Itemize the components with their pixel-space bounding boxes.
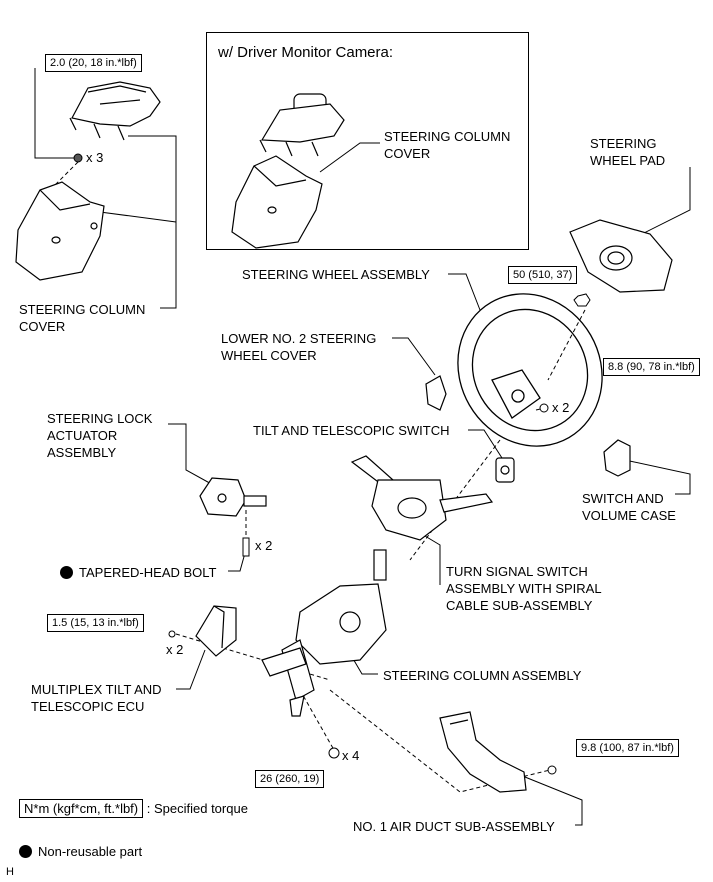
label-steering-lock-line2: ACTUATOR: [47, 428, 118, 443]
label-column-cover-line1: STEERING COLUMN: [19, 302, 146, 317]
legend-torque: N*m (kgf*cm, ft.*lbf) : Specified torque: [19, 799, 248, 818]
label-tapered-bolt: TAPERED-HEAD BOLT: [60, 564, 216, 581]
multiplex-ecu: [195, 605, 237, 657]
leader-wheel-pad: [629, 167, 691, 241]
torque-wheel-nut: 50 (510, 37): [508, 266, 578, 284]
label-turn-signal-line2: ASSEMBLY WITH SPIRAL: [446, 581, 602, 596]
label-wheel-pad-line1: STEERING: [590, 136, 657, 151]
leader-column-assembly: [351, 656, 378, 675]
torque-cover-screw: 2.0 (20, 18 in.*lbf): [45, 54, 142, 72]
label-turn-signal-line3: CABLE SUB-ASSEMBLY: [446, 598, 593, 613]
torque-air-duct-bolt: 9.8 (100, 87 in.*lbf): [576, 739, 679, 757]
label-steering-lock-line1: STEERING LOCK: [47, 411, 153, 426]
leader-cover-upper: [128, 135, 177, 309]
label-switch-volume-line1: SWITCH AND: [582, 491, 664, 506]
qty-column-nut: x 4: [342, 748, 360, 763]
label-wheel-pad-line2: WHEEL PAD: [590, 153, 666, 168]
label-steering-lock-line3: ASSEMBLY: [47, 445, 117, 460]
leader-tapered-bolt: [228, 552, 246, 572]
inset-lower-cover: [231, 155, 323, 249]
label-lower-no2-line2: WHEEL COVER: [221, 348, 317, 363]
inset-title: w/ Driver Monitor Camera:: [218, 44, 394, 61]
steering-lock-actuator: [199, 477, 267, 517]
leader-ecu: [176, 649, 206, 690]
label-ecu-line1: MULTIPLEX TILT AND: [31, 682, 162, 697]
label-column-cover-line2: COVER: [19, 319, 66, 334]
legend-torque-text: : Specified torque: [146, 801, 248, 816]
torque-ecu-bolt: 1.5 (15, 13 in.*lbf): [47, 614, 144, 632]
leader-air-duct: [519, 774, 583, 826]
legend-torque-unit: N*m (kgf*cm, ft.*lbf): [19, 799, 144, 818]
label-inset-cover-line2: COVER: [384, 146, 431, 161]
qty-wheel-pad-screw: x 2: [552, 400, 570, 415]
no1-air-duct: [439, 711, 527, 793]
cover-screw: [73, 153, 83, 163]
qty-cover-screw: x 3: [86, 150, 104, 165]
steering-column-assembly: [261, 549, 387, 717]
qty-tapered-bolt: x 2: [255, 538, 273, 553]
leader-cover-lower: [99, 211, 177, 223]
non-reusable-dot-icon: [60, 566, 73, 579]
steering-wheel-assembly: [457, 293, 603, 447]
leader-switch-volume: [624, 459, 691, 495]
label-column-assembly: STEERING COLUMN ASSEMBLY: [383, 668, 582, 683]
label-tilt-switch: TILT AND TELESCOPIC SWITCH: [253, 423, 450, 438]
tapered-head-bolt: [242, 537, 250, 557]
legend-non-reusable: Non-reusable part: [19, 843, 142, 860]
wheel-pad-screw: [539, 403, 549, 413]
lower-no2-cover: [425, 375, 447, 411]
air-duct-bolt: [547, 765, 557, 775]
ecu-bolt: [168, 630, 176, 638]
footer-code: H: [6, 866, 14, 878]
torque-wheel-pad-screw: 8.8 (90, 78 in.*lbf): [603, 358, 700, 376]
tilt-telescopic-switch: [495, 457, 515, 483]
lower-column-cover: [15, 181, 105, 281]
steering-wheel-pad: [569, 219, 673, 293]
turn-signal-switch-assembly: [350, 455, 494, 541]
leader-wheel-assembly: [448, 273, 481, 311]
label-inset-cover-line1: STEERING COLUMN: [384, 129, 511, 144]
label-ecu-line2: TELESCOPIC ECU: [31, 699, 145, 714]
inset-upper-cover: [259, 93, 345, 157]
label-turn-signal-line1: TURN SIGNAL SWITCH: [446, 564, 588, 579]
leader-lower-cover: [392, 337, 436, 376]
label-steering-wheel-assembly: STEERING WHEEL ASSEMBLY: [242, 267, 430, 282]
upper-column-cover: [69, 81, 161, 141]
switch-volume-case: [603, 439, 631, 477]
leader-steering-lock: [168, 423, 216, 487]
legend-non-reusable-text: Non-reusable part: [38, 844, 143, 859]
label-tapered-bolt-text: TAPERED-HEAD BOLT: [79, 565, 217, 580]
column-nut: [328, 747, 340, 759]
wheel-nut: [573, 293, 591, 307]
leader-cover-screw: [34, 68, 76, 159]
label-lower-no2-line1: LOWER NO. 2 STEERING: [221, 331, 377, 346]
label-air-duct: NO. 1 AIR DUCT SUB-ASSEMBLY: [353, 819, 555, 834]
qty-ecu-bolt: x 2: [166, 642, 184, 657]
torque-column-nut: 26 (260, 19): [255, 770, 325, 788]
leader-inset-cover: [319, 142, 380, 173]
leader-tilt-switch: [468, 429, 503, 459]
label-switch-volume-line2: VOLUME CASE: [582, 508, 676, 523]
inset-driver-monitor-camera: [206, 32, 529, 250]
non-reusable-dot-icon: [19, 845, 32, 858]
